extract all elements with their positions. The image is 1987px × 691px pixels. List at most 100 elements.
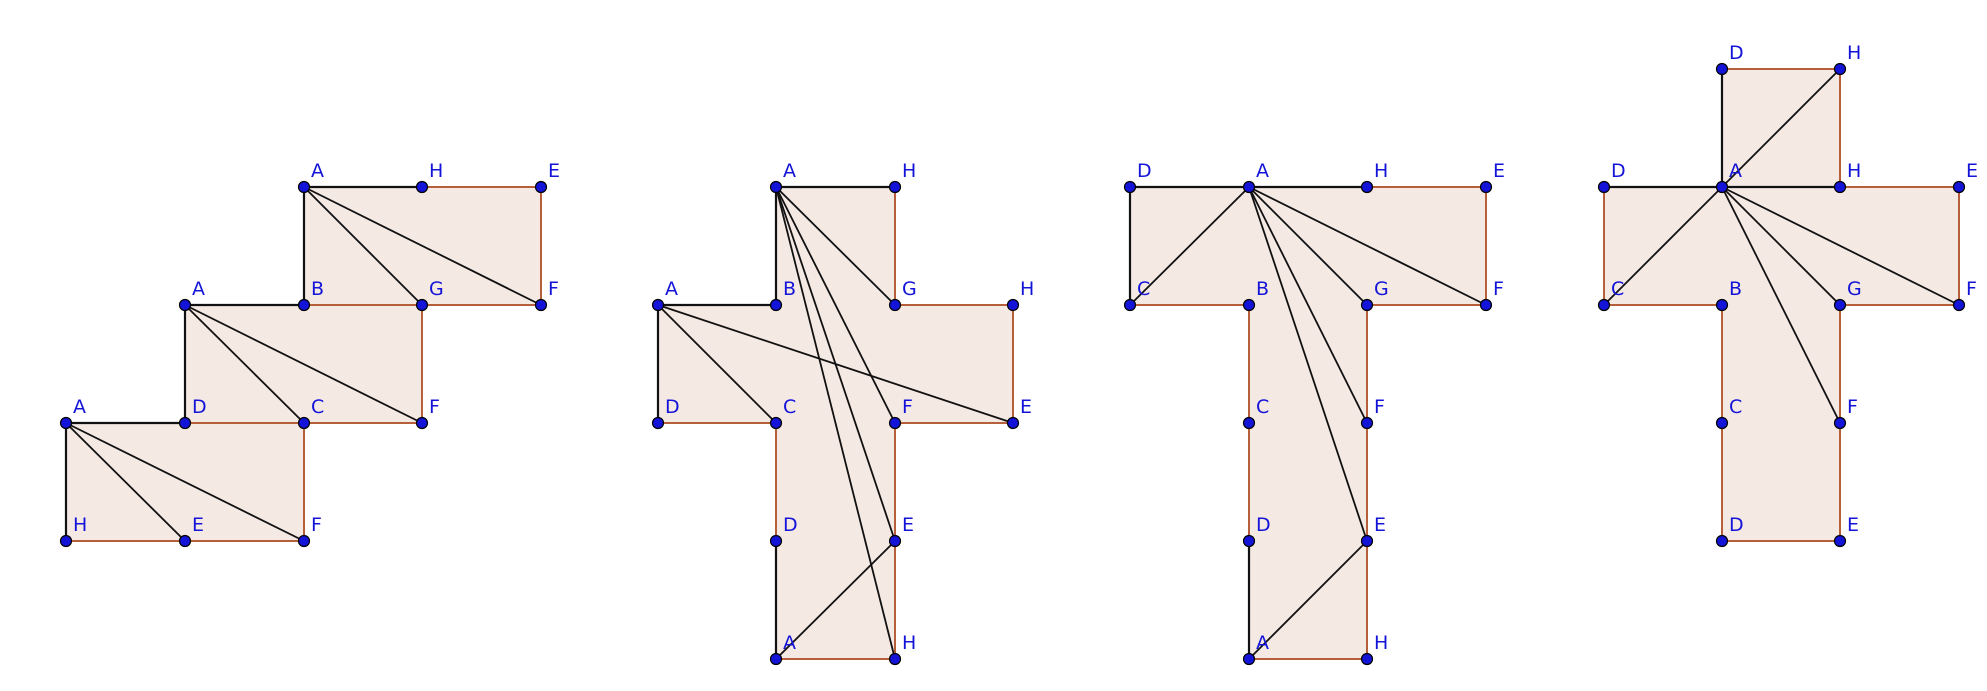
long-cross-net-label-E2: E [902, 514, 914, 536]
staircase-net-label-A3: A [311, 160, 324, 182]
cross-net-point-F [1952, 298, 1966, 312]
staircase-net-label-A1b: D [192, 396, 207, 418]
cross-net-point-C [1597, 298, 1611, 312]
t-net-diagonal-4 [1248, 186, 1368, 424]
staircase-net-label-F3: F [548, 278, 559, 300]
long-cross-net-point-C [769, 416, 783, 430]
t-net-label-D: D [1137, 160, 1152, 182]
cross-net-point-E [1952, 180, 1966, 194]
staircase-net-label-H1: H [73, 514, 87, 536]
staircase-net-point-E2 [534, 180, 548, 194]
long-cross-net-label-E: E [1020, 396, 1032, 418]
staircase-net-label-H2: H [429, 160, 443, 182]
cross-net-label-E2: E [1847, 514, 1859, 536]
staircase-net-label-B2: B [311, 278, 324, 300]
t-net-point-B [1242, 298, 1256, 312]
t-net-face-1 [1129, 186, 1487, 660]
cross-net-label-C2: C [1729, 396, 1742, 418]
staircase-net-label-G1: G [429, 278, 444, 300]
t-net-point-A2 [1242, 652, 1256, 666]
long-cross-net-label-D2: D [783, 514, 798, 536]
cross-net-point-A [1715, 180, 1729, 194]
long-cross-net-point-E [1006, 416, 1020, 430]
staircase-net-point-F3 [534, 298, 548, 312]
t-net-label-E: E [1493, 160, 1505, 182]
staircase-net-diagonal-2 [65, 422, 305, 542]
staircase-net-point-A2 [178, 298, 192, 312]
long-cross-net-diagonal-7 [775, 540, 896, 660]
t-net-label-C: C [1137, 278, 1150, 300]
long-cross-net-point-G [888, 298, 902, 312]
t-net-diagonal-3 [1248, 186, 1487, 306]
staircase-net-diagonal-4 [184, 304, 423, 424]
cross-net-label-E: E [1966, 160, 1978, 182]
t-net-diagonal-2 [1248, 186, 1368, 306]
staircase-net-diagonal-6 [303, 186, 542, 306]
staircase-net-diagonal-3 [184, 304, 305, 424]
cross-net-point-C2 [1715, 416, 1729, 430]
cross-net-label-A: A [1729, 160, 1742, 182]
t-net-diagonal-1 [1129, 186, 1250, 306]
t-net-point-H [1360, 180, 1374, 194]
staircase-net-point-H2 [415, 180, 429, 194]
t-net-label-F2: F [1374, 396, 1385, 418]
long-cross-net-point-A [769, 180, 783, 194]
long-cross-net-point-A3 [769, 652, 783, 666]
long-cross-net-point-D2 [769, 534, 783, 548]
long-cross-net-point-H2 [1006, 298, 1020, 312]
staircase-net-label-C1: C [311, 396, 324, 418]
staircase-net-point-F1 [297, 534, 311, 548]
staircase-net-label-A1: A [73, 396, 86, 418]
cross-net-label-H: H [1847, 42, 1861, 64]
long-cross-net-label-A: A [783, 160, 796, 182]
cross-net-point-H2 [1833, 180, 1847, 194]
cross-net-point-H [1833, 62, 1847, 76]
long-cross-net-point-A2 [651, 298, 665, 312]
t-net-label-H2: H [1374, 632, 1388, 654]
t-net-point-E2 [1360, 534, 1374, 548]
cross-net-label-C: C [1611, 278, 1624, 300]
cross-net-diagonal-4 [1721, 186, 1960, 306]
long-cross-net-label-G: G [902, 278, 917, 300]
long-cross-net-label-B: B [783, 278, 796, 300]
cross-net-diagonal-3 [1721, 186, 1841, 306]
long-cross-net-diagonal-5 [657, 304, 777, 424]
staircase-net-point-E1 [178, 534, 192, 548]
long-cross-net-point-B [769, 298, 783, 312]
long-cross-net-diagonal-6 [657, 304, 1014, 424]
long-cross-net-label-D: D [665, 396, 680, 418]
long-cross-net-point-E2 [888, 534, 902, 548]
t-net-label-E2: E [1374, 514, 1386, 536]
t-net-label-C2: C [1256, 396, 1269, 418]
staircase-net-label-F1: F [311, 514, 322, 536]
staircase-net-point-F2 [415, 416, 429, 430]
staircase-net-point-A3 [297, 180, 311, 194]
t-net-point-E [1479, 180, 1493, 194]
long-cross-net-diagonal-1 [775, 186, 896, 306]
staircase-net-diagonal-1 [65, 422, 186, 542]
long-cross-net-label-H2: H [1020, 278, 1034, 300]
staircase-net-point-C1 [297, 416, 311, 430]
staircase-net-point-G1 [415, 298, 429, 312]
cross-net-diagonal-2 [1603, 186, 1723, 306]
cross-net-label-F2: F [1847, 396, 1858, 418]
cross-net-label-F: F [1966, 278, 1977, 300]
staircase-net-point-A1 [59, 416, 73, 430]
t-net-diagonal-6 [1248, 540, 1368, 660]
t-net-label-A: A [1256, 160, 1269, 182]
t-net-point-F [1479, 298, 1493, 312]
t-net-diagonal-5 [1248, 186, 1368, 542]
long-cross-net-label-A2: A [665, 278, 678, 300]
t-net-label-F: F [1493, 278, 1504, 300]
cross-net-label-H2: H [1847, 160, 1861, 182]
cross-net-diagonal-1 [1721, 68, 1841, 188]
cross-net-label-B: B [1729, 278, 1742, 300]
staircase-net-label-E1: E [192, 514, 204, 536]
staircase-net-point-H1 [59, 534, 73, 548]
cross-net-point-D [1715, 62, 1729, 76]
